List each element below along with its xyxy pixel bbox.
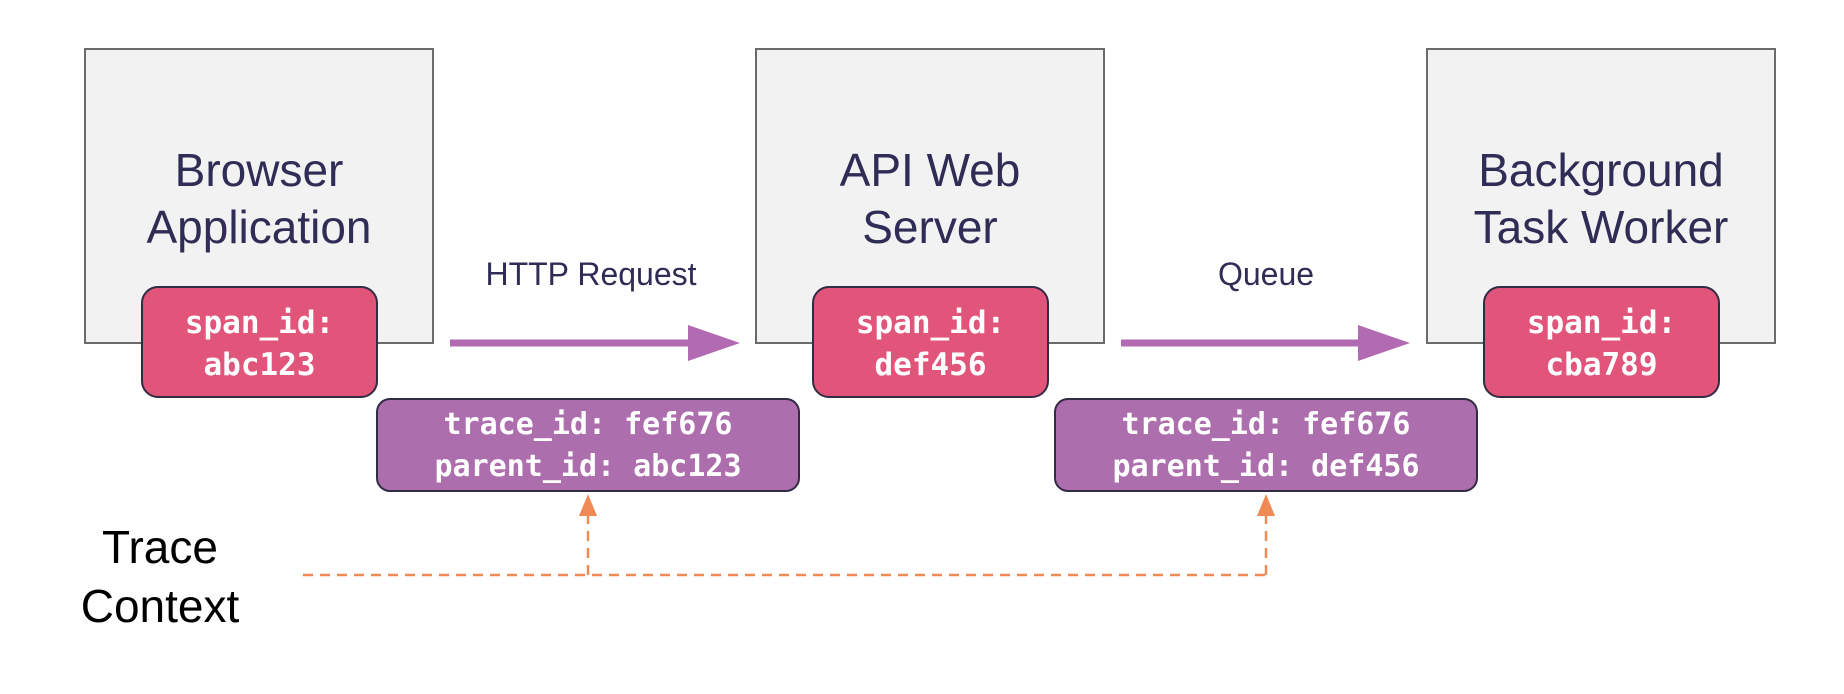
span-id-key: span_id: <box>1526 305 1677 341</box>
parent-id-line: parent_id: def456 <box>1112 449 1420 484</box>
trace-context-arrowhead-2 <box>1257 494 1275 516</box>
trace-id-line: trace_id: fef676 <box>1121 407 1411 442</box>
service-title-browser: Browser Application <box>146 144 372 253</box>
queue-arrowhead <box>1358 325 1410 361</box>
service-title-api-server: API Web Server <box>839 144 1021 253</box>
trace-context-arrowhead-1 <box>579 494 597 516</box>
span-badge-api-server: span_id: def456 <box>812 286 1049 398</box>
parent-id-line: parent_id: abc123 <box>434 449 742 484</box>
span-id-key: span_id: <box>855 305 1006 341</box>
edge-label-http-request: HTTP Request <box>485 256 697 292</box>
edge-label-queue: Queue <box>1217 256 1315 292</box>
service-title-task-worker: Background Task Worker <box>1473 144 1729 253</box>
span-badge-task-worker: span_id: cba789 <box>1483 286 1720 398</box>
trace-context-label: Trace Context <box>80 521 240 632</box>
span-id-value: cba789 <box>1545 347 1658 383</box>
span-id-value: def456 <box>874 347 987 383</box>
trace-id-line: trace_id: fef676 <box>443 407 733 442</box>
http-request-arrowhead <box>688 325 740 361</box>
context-box-http-request: trace_id: fef676 parent_id: abc123 <box>376 398 800 492</box>
context-box-queue: trace_id: fef676 parent_id: def456 <box>1054 398 1478 492</box>
span-badge-browser: span_id: abc123 <box>141 286 378 398</box>
span-id-value: abc123 <box>203 347 316 383</box>
span-id-key: span_id: <box>184 305 335 341</box>
